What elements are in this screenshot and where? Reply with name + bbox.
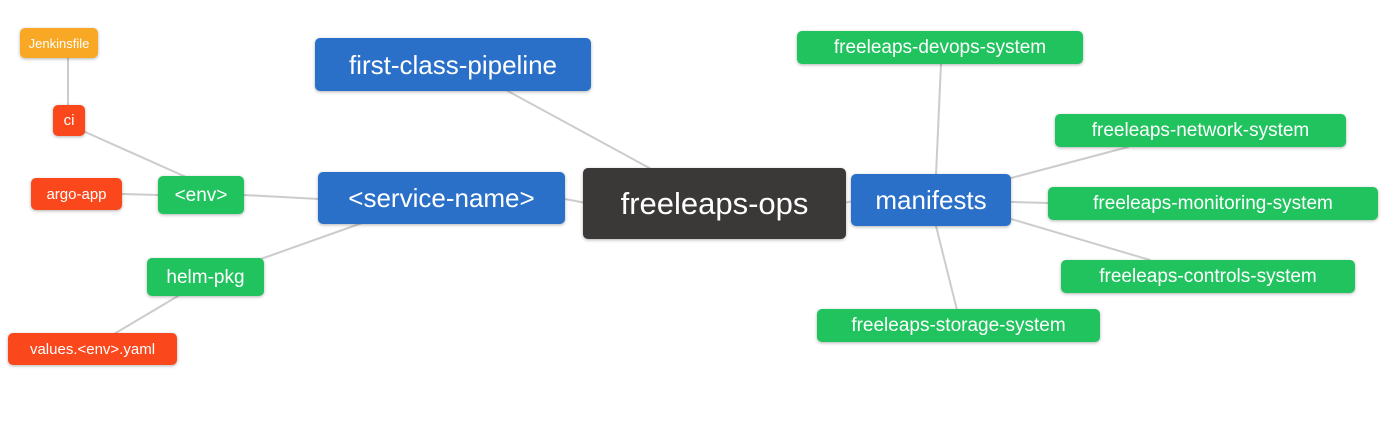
edge-ci-to-env <box>82 130 187 178</box>
node-freeleaps-network-system[interactable]: freeleaps-network-system <box>1055 114 1346 147</box>
node-env[interactable]: <env> <box>158 176 244 214</box>
edge-manifests-to-freeleaps-storage-system <box>935 225 958 311</box>
edge-manifests-to-freeleaps-devops-system <box>935 63 942 176</box>
node-first-class-pipeline[interactable]: first-class-pipeline <box>315 38 591 91</box>
edge-manifests-to-freeleaps-network-system <box>1010 146 1129 179</box>
node-freeleaps-ops[interactable]: freeleaps-ops <box>583 168 846 239</box>
edge-service-name-to-freeleaps-ops <box>564 198 587 204</box>
edge-argo-app-to-env <box>121 193 160 196</box>
node-freeleaps-storage-system[interactable]: freeleaps-storage-system <box>817 309 1100 342</box>
node-argo-app[interactable]: argo-app <box>31 178 122 210</box>
edge-manifests-to-freeleaps-controls-system <box>1010 218 1151 261</box>
node-ci[interactable]: ci <box>53 105 85 136</box>
edge-helm-pkg-to-values-env-yaml <box>113 295 179 335</box>
edge-env-to-service-name <box>243 194 320 200</box>
node-manifests[interactable]: manifests <box>851 174 1011 226</box>
node-values-env-yaml[interactable]: values.<env>.yaml <box>8 333 177 365</box>
node-helm-pkg[interactable]: helm-pkg <box>147 258 264 296</box>
node-service-name[interactable]: <service-name> <box>318 172 565 224</box>
edge-first-class-pipeline-to-freeleaps-ops <box>505 89 654 171</box>
edge-service-name-to-helm-pkg <box>257 222 363 261</box>
node-jenkinsfile[interactable]: Jenkinsfile <box>20 28 98 58</box>
node-freeleaps-devops-system[interactable]: freeleaps-devops-system <box>797 31 1083 64</box>
edge-manifests-to-freeleaps-monitoring-system <box>1010 201 1050 204</box>
node-freeleaps-monitoring-system[interactable]: freeleaps-monitoring-system <box>1048 187 1378 220</box>
node-freeleaps-controls-system[interactable]: freeleaps-controls-system <box>1061 260 1355 293</box>
